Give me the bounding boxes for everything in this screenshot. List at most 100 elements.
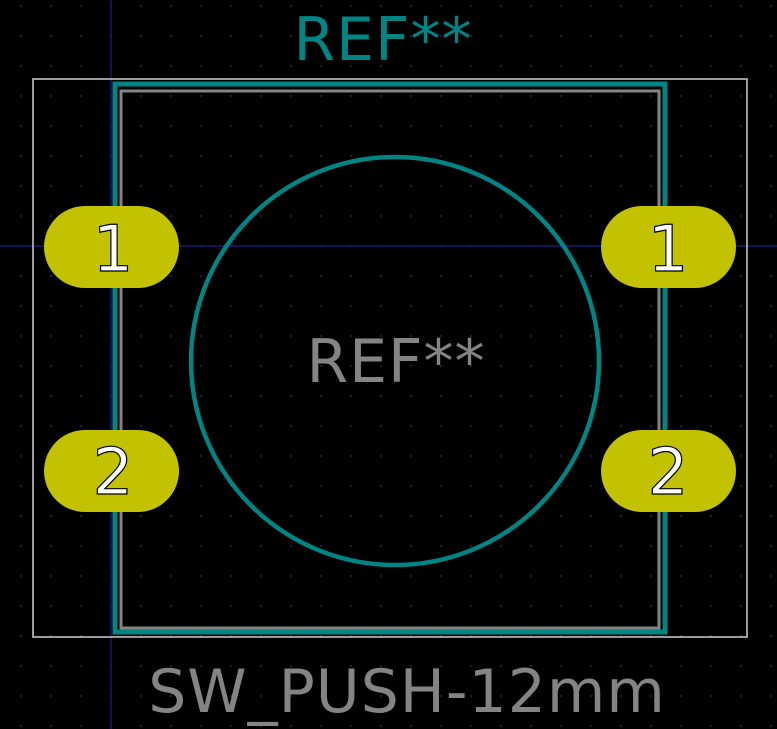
grid-dot xyxy=(320,635,322,637)
grid-dot xyxy=(710,35,712,37)
grid-dot xyxy=(410,665,412,667)
grid-dot xyxy=(560,455,562,457)
grid-dot xyxy=(50,275,52,277)
grid-dot xyxy=(680,155,682,157)
grid-dot xyxy=(770,335,772,337)
grid-dot xyxy=(560,125,562,127)
footprint-value[interactable]: SW_PUSH-12mm xyxy=(148,657,666,727)
grid-dot xyxy=(320,545,322,547)
grid-dot xyxy=(590,635,592,637)
grid-dot xyxy=(140,185,142,187)
grid-dot xyxy=(200,275,202,277)
grid-dot xyxy=(440,215,442,217)
pad-number: 1 xyxy=(648,213,689,287)
grid-dot xyxy=(590,185,592,187)
grid-dot xyxy=(200,305,202,307)
grid-dot xyxy=(320,485,322,487)
pad-right-2[interactable]: 2 xyxy=(601,430,736,512)
grid-dot xyxy=(680,425,682,427)
grid-dot xyxy=(230,215,232,217)
grid-dot xyxy=(290,605,292,607)
grid-dot xyxy=(710,365,712,367)
grid-dot xyxy=(380,455,382,457)
grid-dot xyxy=(230,575,232,577)
grid-dot xyxy=(680,725,682,727)
grid-dot xyxy=(470,5,472,7)
grid-dot xyxy=(500,725,502,727)
reference-top[interactable]: REF** xyxy=(293,5,472,75)
grid-dot xyxy=(410,485,412,487)
grid-dot xyxy=(350,545,352,547)
grid-dot xyxy=(740,215,742,217)
grid-dot xyxy=(380,215,382,217)
grid-dot xyxy=(650,125,652,127)
grid-dot xyxy=(290,695,292,697)
grid-dot xyxy=(50,185,52,187)
grid-dot xyxy=(50,95,52,97)
grid-dot xyxy=(200,695,202,697)
grid-dot xyxy=(50,425,52,427)
grid-dot xyxy=(650,395,652,397)
grid-dot xyxy=(170,335,172,337)
grid-dot xyxy=(530,605,532,607)
grid-dot xyxy=(500,335,502,337)
grid-dot xyxy=(770,305,772,307)
pad-left-1[interactable]: 1 xyxy=(44,206,179,288)
grid-dot xyxy=(350,455,352,457)
pad-right-1[interactable]: 1 xyxy=(601,206,736,288)
grid-dot xyxy=(740,155,742,157)
grid-dot xyxy=(530,635,532,637)
grid-dot xyxy=(560,575,562,577)
grid-dot xyxy=(260,275,262,277)
grid-dot xyxy=(560,65,562,67)
grid-dot xyxy=(350,635,352,637)
grid-dot xyxy=(440,125,442,127)
grid-dot xyxy=(20,215,22,217)
grid-dot xyxy=(230,125,232,127)
grid-dot xyxy=(650,35,652,37)
grid-dot xyxy=(560,725,562,727)
grid-dot xyxy=(770,35,772,37)
grid-dot xyxy=(740,515,742,517)
grid-dot xyxy=(680,305,682,307)
grid-dot xyxy=(290,95,292,97)
grid-dot xyxy=(200,365,202,367)
grid-dot xyxy=(350,485,352,487)
grid-dot xyxy=(710,545,712,547)
grid-dot xyxy=(500,275,502,277)
grid-dot xyxy=(620,65,622,67)
grid-dot xyxy=(290,485,292,487)
grid-dot xyxy=(50,515,52,517)
grid-dot xyxy=(440,575,442,577)
grid-dot xyxy=(560,635,562,637)
grid-dot xyxy=(50,665,52,667)
courtyard-outline xyxy=(32,78,748,638)
grid-dot xyxy=(260,305,262,307)
grid-dot xyxy=(380,5,382,7)
grid-dot xyxy=(710,605,712,607)
grid-dot xyxy=(230,605,232,607)
grid-dot xyxy=(80,425,82,427)
grid-dot xyxy=(470,305,472,307)
grid-dot xyxy=(80,305,82,307)
grid-dot xyxy=(170,95,172,97)
grid-dot xyxy=(200,575,202,577)
grid-dot xyxy=(680,95,682,97)
grid-dot xyxy=(470,155,472,157)
grid-dot xyxy=(200,155,202,157)
grid-dot xyxy=(770,635,772,637)
grid-dot xyxy=(380,125,382,127)
grid-dot xyxy=(230,185,232,187)
grid-dot xyxy=(50,725,52,727)
pad-left-2[interactable]: 2 xyxy=(44,430,179,512)
grid-dot xyxy=(20,95,22,97)
grid-dot xyxy=(380,485,382,487)
grid-dot xyxy=(650,545,652,547)
grid-dot xyxy=(440,605,442,607)
grid-dot xyxy=(440,545,442,547)
grid-dot xyxy=(230,545,232,547)
grid-dot xyxy=(20,65,22,67)
grid-dot xyxy=(590,515,592,517)
grid-dot xyxy=(80,665,82,667)
reference-center[interactable]: REF** xyxy=(306,327,485,397)
